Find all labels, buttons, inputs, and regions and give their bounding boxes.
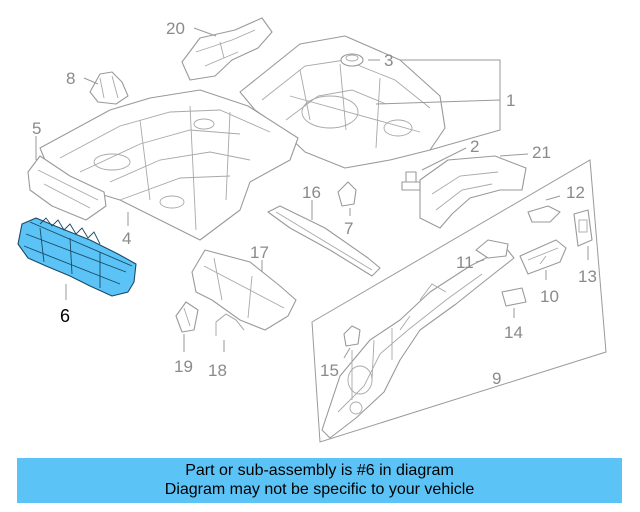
callout-11: 11 xyxy=(456,253,474,272)
part-4 xyxy=(39,89,299,241)
part-9 xyxy=(321,247,515,439)
callout-18: 18 xyxy=(208,361,227,380)
callout-labels: 20 8 3 1 2 21 5 4 6 16 7 17 19 18 11 10 … xyxy=(32,19,597,388)
part-5 xyxy=(27,155,107,221)
callout-15: 15 xyxy=(320,361,339,380)
part-17 xyxy=(191,249,297,331)
callout-3: 3 xyxy=(384,51,393,70)
part-13 xyxy=(573,209,593,247)
callout-20: 20 xyxy=(166,19,185,38)
part-20 xyxy=(181,17,273,81)
part-11 xyxy=(475,239,509,259)
callout-7: 7 xyxy=(344,219,353,238)
part-18 xyxy=(215,313,245,336)
callout-12: 12 xyxy=(566,183,585,202)
callout-21: 21 xyxy=(532,143,551,162)
leader-lines xyxy=(35,27,589,359)
part-14 xyxy=(501,287,527,307)
part-6-highlighted xyxy=(17,217,137,297)
part-10 xyxy=(519,239,567,275)
part-7 xyxy=(337,181,357,207)
callout-17: 17 xyxy=(250,243,269,262)
sub-assembly-box xyxy=(311,159,607,443)
callout-6: 6 xyxy=(60,306,70,326)
callout-19: 19 xyxy=(174,357,193,376)
part-3 xyxy=(340,53,364,67)
callout-2: 2 xyxy=(470,137,479,156)
callout-8: 8 xyxy=(66,69,75,88)
part-12 xyxy=(527,205,561,223)
callout-4: 4 xyxy=(122,229,131,248)
part-16 xyxy=(267,205,381,277)
caption-banner: Part or sub-assembly is #6 in diagram Di… xyxy=(17,458,622,503)
part-21 xyxy=(419,155,527,229)
caption-line-2: Diagram may not be specific to your vehi… xyxy=(164,481,475,498)
caption-line-1: Part or sub-assembly is #6 in diagram xyxy=(185,462,454,479)
callout-1: 1 xyxy=(506,91,515,110)
part-19 xyxy=(175,301,199,333)
callout-14: 14 xyxy=(504,323,523,342)
callout-9: 9 xyxy=(492,369,501,388)
callout-13: 13 xyxy=(578,267,597,286)
callout-16: 16 xyxy=(302,183,321,202)
callout-5: 5 xyxy=(32,119,41,138)
part-2 xyxy=(401,171,421,191)
part-15 xyxy=(343,325,361,347)
part-8 xyxy=(89,71,129,105)
callout-10: 10 xyxy=(540,287,559,306)
